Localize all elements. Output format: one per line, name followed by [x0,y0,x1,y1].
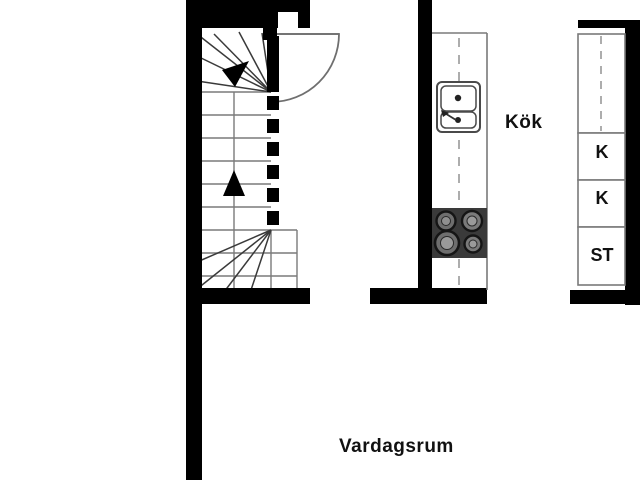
stove-cooktop [432,208,487,258]
wall-top-stair [186,0,278,28]
stair-winder-line [238,31,272,93]
stair-lower-winders [196,229,272,297]
stove-burner-front-right-inner [468,239,478,249]
stove-burner-back-right-inner [466,215,478,227]
kitchen-group [370,0,488,304]
sink-drain-large [454,94,462,102]
stair-winder-line [196,229,272,263]
room-label-kok: Kök [505,112,543,133]
partition-dash [267,188,279,202]
closet-unit [577,132,626,181]
wall-closet-bottom [570,290,640,304]
stove-burner-back-left-inner [441,216,451,226]
walls-group [186,0,310,480]
stair-winder-line [196,80,272,93]
stair-winder-line [220,229,272,297]
closet-unit [577,179,626,228]
stair-direction-arrow-upper [222,61,249,87]
kitchen-sink [436,81,481,133]
closet-label-st: ST [590,245,614,265]
wall-kitchen-bottom [370,288,487,304]
stair-winder-line [248,229,272,297]
stair-winder-line [196,229,272,290]
partition-dash [267,211,279,225]
partition-dash [267,165,279,179]
sink-drain-small [455,117,461,123]
partition-dash [267,96,279,110]
closet-label-k-2: K [595,188,609,208]
stair-partition-dashes [267,36,279,225]
wall-kitchen-left [418,0,432,296]
swing-door-group [270,33,340,103]
room-label-vardagsrum: Vardagsrum [339,436,454,457]
sink-faucet-head [441,110,449,117]
stove-burner-front-left-inner [440,236,454,250]
door-swing-arc [270,33,340,103]
stair-direction-arrow-up [223,170,245,196]
closet-unit [577,226,626,286]
closet-label-k-1: K [595,142,609,162]
closet-run-group [570,20,640,305]
wall-stair-bottom [186,288,310,304]
stair-winder-diagonal [196,33,272,93]
wall-right-exterior [625,20,640,305]
partition-dash [267,119,279,133]
partition-solid-top [267,36,279,92]
wall-top-right-jamb [298,0,310,28]
wall-left-exterior [186,0,202,480]
stair-treads-group [197,91,298,296]
partition-dash [267,142,279,156]
wall-closet-top [578,20,640,28]
stair-winder-line [213,33,272,93]
